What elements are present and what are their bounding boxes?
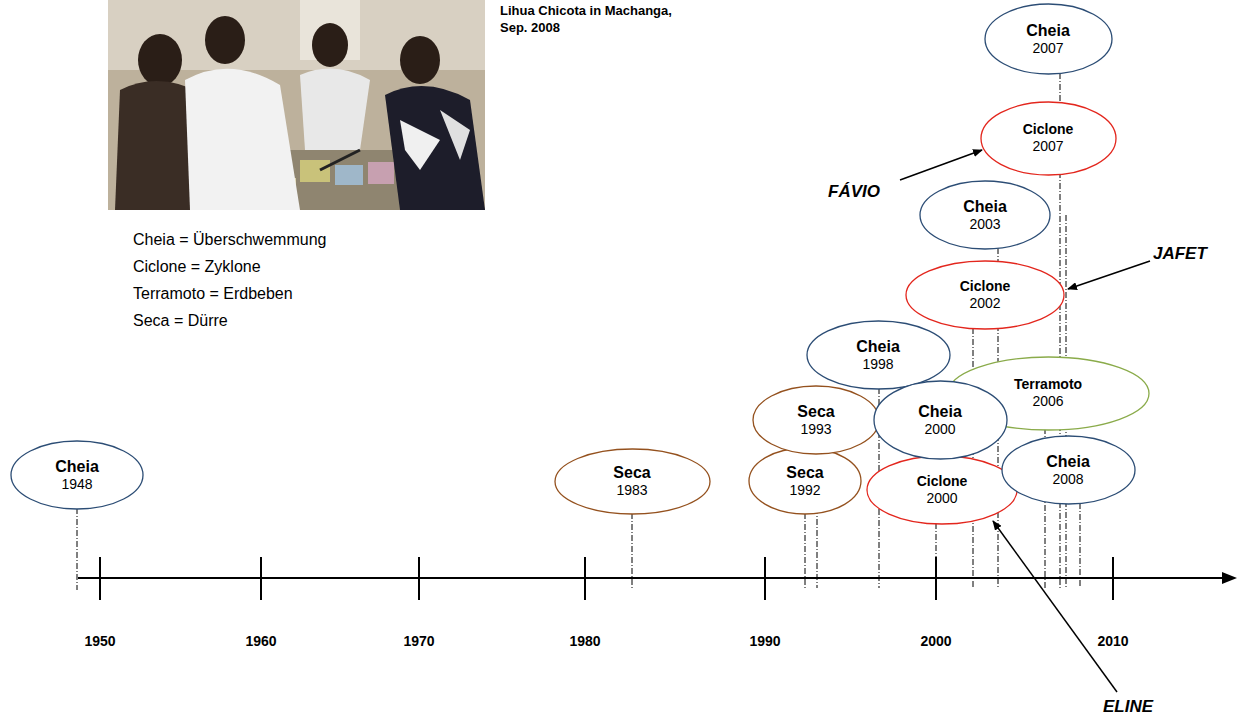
event-year: 2000 bbox=[917, 490, 968, 507]
label-box: Cheia = Überschwemmung bbox=[133, 230, 326, 249]
axis-year: 2010 bbox=[1097, 633, 1128, 650]
year-drop-lines bbox=[77, 40, 1080, 590]
event-type: Seca bbox=[797, 402, 834, 421]
label-box: 1960 bbox=[245, 633, 276, 650]
label-box: ELINE bbox=[1103, 697, 1153, 717]
cyclone-name: JAFET bbox=[1153, 244, 1207, 264]
axis-year: 1950 bbox=[84, 633, 115, 650]
ellipse-text: Seca1993 bbox=[797, 402, 834, 438]
legend-text: Cheia = Überschwemmung bbox=[133, 230, 326, 249]
axis-year: 1960 bbox=[245, 633, 276, 650]
time-axis bbox=[78, 557, 1226, 600]
label-box: FÁVIO bbox=[828, 182, 880, 202]
axis-year: 1990 bbox=[749, 633, 780, 650]
ellipse-text: Cheia2000 bbox=[918, 402, 962, 438]
cyclone-name: ELINE bbox=[1103, 697, 1153, 717]
event-type: Seca bbox=[613, 463, 650, 482]
label-box: Seca = Dürre bbox=[133, 311, 228, 330]
event-ellipse: Cheia2003 bbox=[919, 180, 1051, 250]
ellipse-text: Cheia1948 bbox=[55, 457, 99, 493]
photo-caption-box: Lihua Chicota in Machanga, Sep. 2008 bbox=[500, 3, 700, 37]
ellipse-text: Cheia2008 bbox=[1046, 452, 1090, 488]
ellipse-text: Cheia2003 bbox=[963, 197, 1007, 233]
event-year: 1993 bbox=[797, 421, 834, 438]
label-box: Terramoto = Erdbeben bbox=[133, 284, 293, 303]
axis-year: 2000 bbox=[920, 633, 951, 650]
event-type: Cheia bbox=[856, 337, 900, 356]
ellipse-text: Cheia1998 bbox=[856, 337, 900, 373]
event-type: Ciclone bbox=[917, 473, 968, 490]
event-year: 2006 bbox=[1014, 393, 1082, 410]
workshop-photo bbox=[108, 0, 485, 210]
event-year: 2000 bbox=[918, 421, 962, 438]
event-year: 1948 bbox=[55, 476, 99, 493]
leader-line bbox=[900, 150, 982, 180]
event-type: Terramoto bbox=[1014, 376, 1082, 393]
photo-caption: Lihua Chicota in Machanga, Sep. 2008 bbox=[500, 3, 700, 37]
event-year: 2007 bbox=[1023, 138, 1074, 155]
event-type: Ciclone bbox=[1023, 121, 1074, 138]
event-ellipse: Seca1983 bbox=[554, 448, 711, 515]
label-box: 2010 bbox=[1097, 633, 1128, 650]
event-year: 2003 bbox=[963, 216, 1007, 233]
label-box: Ciclone = Zyklone bbox=[133, 257, 261, 276]
event-year: 1992 bbox=[786, 482, 823, 499]
event-type: Seca bbox=[786, 463, 823, 482]
event-type: Cheia bbox=[918, 402, 962, 421]
event-type: Cheia bbox=[963, 197, 1007, 216]
event-type: Ciclone bbox=[960, 278, 1011, 295]
event-type: Cheia bbox=[55, 457, 99, 476]
event-year: 1983 bbox=[613, 482, 650, 499]
ellipse-text: Seca1983 bbox=[613, 463, 650, 499]
leader-line bbox=[993, 521, 1117, 692]
event-year: 2002 bbox=[960, 295, 1011, 312]
label-box: JAFET bbox=[1153, 244, 1207, 264]
ellipse-text: Seca1992 bbox=[786, 463, 823, 499]
axis-year: 1970 bbox=[403, 633, 434, 650]
event-ellipse: Ciclone2007 bbox=[980, 101, 1117, 176]
event-ellipse: Ciclone2002 bbox=[905, 260, 1065, 330]
event-ellipse: Cheia2008 bbox=[1001, 435, 1136, 505]
ellipse-text: Terramoto2006 bbox=[1014, 376, 1082, 410]
label-box: 2000 bbox=[920, 633, 951, 650]
label-box: 1990 bbox=[749, 633, 780, 650]
event-type: Cheia bbox=[1026, 21, 1070, 40]
ellipse-text: Ciclone2002 bbox=[960, 278, 1011, 312]
label-box: 1970 bbox=[403, 633, 434, 650]
event-year: 2008 bbox=[1046, 471, 1090, 488]
event-year: 1998 bbox=[856, 356, 900, 373]
event-ellipse: Cheia2007 bbox=[984, 3, 1113, 75]
event-ellipse: Cheia1948 bbox=[10, 440, 144, 510]
event-ellipse: Cheia2000 bbox=[873, 380, 1008, 460]
cyclone-name: FÁVIO bbox=[828, 182, 880, 202]
event-ellipse: Ciclone2000 bbox=[866, 455, 1018, 525]
legend-text: Terramoto = Erdbeben bbox=[133, 284, 293, 303]
axis-year: 1980 bbox=[569, 633, 600, 650]
label-box: 1950 bbox=[84, 633, 115, 650]
ellipse-text: Cheia2007 bbox=[1026, 21, 1070, 57]
legend-text: Seca = Dürre bbox=[133, 311, 228, 330]
event-ellipse: Cheia1998 bbox=[806, 320, 951, 390]
event-ellipse: Seca1993 bbox=[752, 385, 880, 455]
event-type: Cheia bbox=[1046, 452, 1090, 471]
event-ellipse: Seca1992 bbox=[748, 447, 862, 515]
leader-line bbox=[1068, 261, 1150, 289]
legend-text: Ciclone = Zyklone bbox=[133, 257, 261, 276]
ellipse-text: Ciclone2007 bbox=[1023, 121, 1074, 155]
ellipse-text: Ciclone2000 bbox=[917, 473, 968, 507]
label-box: 1980 bbox=[569, 633, 600, 650]
axis-arrowhead bbox=[1222, 572, 1237, 584]
event-year: 2007 bbox=[1026, 40, 1070, 57]
